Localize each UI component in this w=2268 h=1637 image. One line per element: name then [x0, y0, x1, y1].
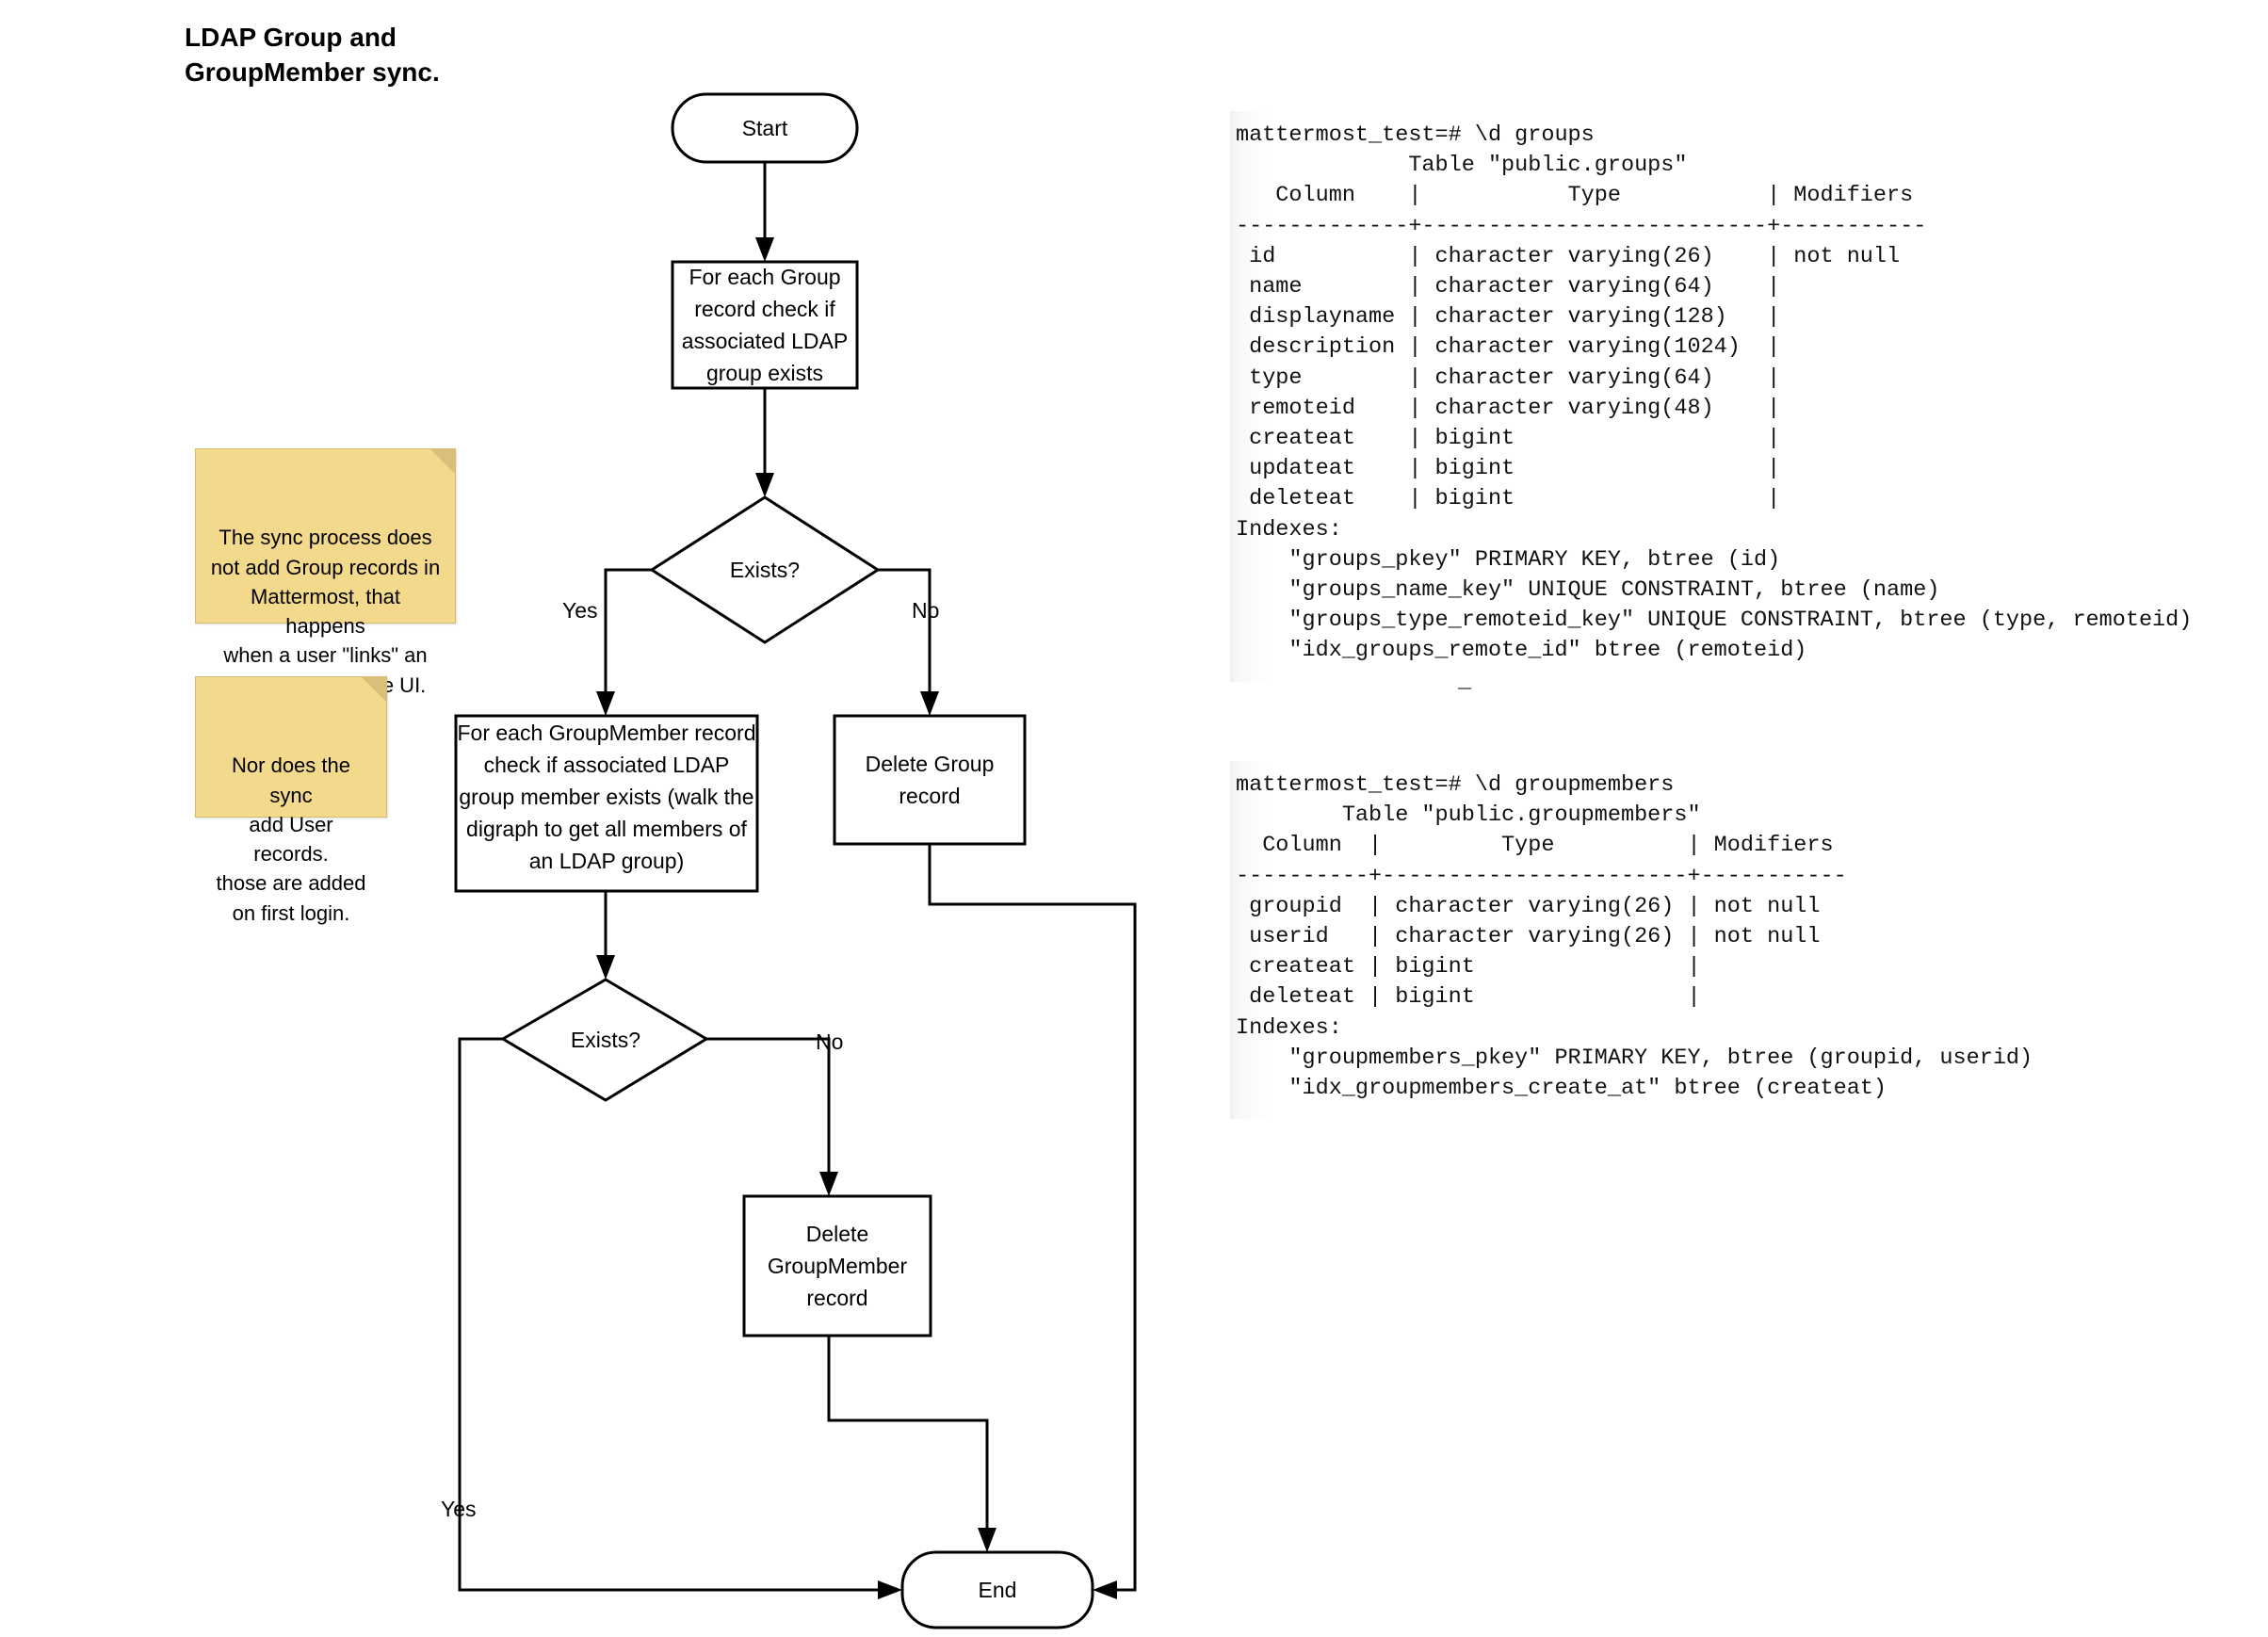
node-delete-group-label: Delete Group record	[865, 751, 995, 808]
note-fold-corner-icon	[430, 449, 455, 474]
node-delete-member-label: Delete GroupMember record	[767, 1221, 908, 1311]
edge-label-exists1-no: No	[912, 597, 940, 623]
node-check-member-label: For each GroupMember record check if ass…	[457, 720, 756, 874]
page-title: LDAP Group and GroupMember sync.	[185, 23, 440, 87]
note-sync-process[interactable]: The sync process does not add Group reco…	[195, 448, 456, 697]
arrowhead-exists1-no	[920, 691, 939, 716]
node-check-member-shape[interactable]	[454, 714, 759, 893]
node-start-label: Start	[741, 115, 788, 140]
arrowhead-exists2-yes	[878, 1580, 902, 1599]
node-end-label: End	[978, 1577, 1017, 1602]
terminal-groups-output: mattermost_test=# \d groups Table "publi…	[1230, 111, 2210, 682]
terminal-groupmembers-output: mattermost_test=# \d groupmembers Table …	[1230, 761, 2210, 1120]
node-delete-group-shape[interactable]	[833, 714, 1027, 846]
arrowhead-start-to-checkgroup	[755, 237, 774, 262]
node-exists1-shape[interactable]	[649, 495, 881, 644]
node-exists2-label: Exists?	[570, 1027, 641, 1052]
note-fold-corner-icon	[362, 677, 386, 702]
node-delete-member-shape[interactable]	[742, 1194, 932, 1337]
note-sync-process-text: The sync process does not add Group reco…	[210, 526, 441, 697]
arrowhead-checkgroup-to-exists1	[755, 473, 774, 497]
terminal-groups-cursor: _	[1458, 669, 1472, 694]
arrowhead-deletegroup-to-end	[1093, 1580, 1117, 1599]
edge-label-exists2-no: No	[816, 1029, 844, 1054]
edge-exists2-yes	[458, 1037, 883, 1592]
node-exists2-shape[interactable]	[500, 978, 709, 1102]
arrowhead-exists1-yes	[596, 691, 615, 716]
edge-deletemember-to-end	[827, 1336, 989, 1533]
edge-deletegroup-to-end	[928, 844, 1137, 1592]
edge-exists1-no	[878, 568, 932, 697]
edge-exists2-no	[706, 1037, 831, 1177]
node-check-group-label: For each Group record check if associate…	[681, 264, 849, 386]
node-end-shape[interactable]	[900, 1550, 1094, 1629]
node-check-group-shape[interactable]	[671, 260, 859, 390]
arrowhead-deletemember-to-end	[978, 1528, 996, 1552]
note-user-records-text: Nor does the sync add User records. thos…	[216, 754, 366, 925]
arrowhead-exists2-no	[819, 1172, 838, 1196]
edge-exists1-yes	[604, 568, 652, 697]
note-user-records[interactable]: Nor does the sync add User records. thos…	[195, 676, 387, 925]
edge-label-exists2-yes: Yes	[441, 1496, 477, 1521]
edge-label-exists1-yes: Yes	[562, 597, 598, 623]
node-exists1-label: Exists?	[729, 557, 801, 582]
arrowhead-checkmember-to-exists2	[596, 955, 615, 980]
